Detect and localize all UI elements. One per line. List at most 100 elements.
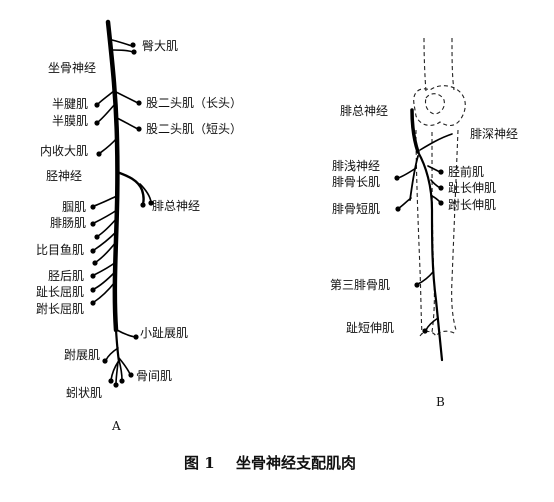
- b-deep-peroneal: [416, 150, 444, 362]
- label-flexor-hallucis-longus: 跗长屈肌: [36, 302, 84, 316]
- label-tibialis-posterior: 胫后肌: [48, 269, 84, 283]
- label-b-common-peroneal: 腓总神经: [340, 103, 388, 118]
- branch-adductor: [99, 137, 118, 154]
- semimembranosus-tip: [94, 120, 100, 126]
- label-b-extensor-digitorum-brevis: 趾短伸肌: [346, 321, 394, 335]
- b-edb-tip: [422, 328, 428, 334]
- b-tib-ant-tip: [438, 169, 444, 175]
- branch-fhl: [93, 281, 116, 303]
- label-adductor-magnus: 内收大肌: [40, 144, 88, 158]
- semitendinosus-tip: [94, 102, 100, 108]
- fhl-tip: [90, 300, 96, 306]
- label-abductor-hallucis: 跗展肌: [64, 348, 100, 362]
- branch-common-peroneal: [115, 170, 145, 206]
- popliteus-tip: [90, 204, 96, 210]
- label-popliteus: 腘肌: [62, 200, 86, 214]
- label-abductor-digiti-minimi: 小趾展肌: [140, 326, 188, 340]
- soleus-tip: [90, 248, 96, 254]
- soleus-tip-2: [92, 260, 98, 266]
- branch-tibialis-posterior: [93, 261, 117, 276]
- caption-number: 图 1: [184, 454, 215, 472]
- femur-outline-right: [451, 37, 455, 91]
- tibial-trunk-lower: [114, 328, 121, 364]
- branch-semitendinosus: [97, 89, 116, 105]
- lumbricals-tip: [108, 378, 114, 384]
- branch-fdl: [93, 271, 116, 290]
- label-gluteus-maximus: 臀大肌: [142, 39, 178, 53]
- label-b-tibialis-anterior: 胫前肌: [448, 164, 484, 179]
- branch-biceps-long: [115, 91, 139, 104]
- femur-outline-left: [423, 37, 427, 93]
- branch-soleus-2: [95, 241, 117, 263]
- panel-b: 腓总神经 腓深神经 腓浅神经 腓骨长肌 腓骨短肌 胫前肌 趾长伸肌 跗长伸肌 第…: [330, 37, 518, 409]
- label-b-extensor-digitorum-longus: 趾长伸肌: [448, 181, 496, 195]
- peroneal-tip-2: [148, 200, 154, 206]
- branch-semimembranosus: [97, 103, 116, 123]
- label-semitendinosus: 半腱肌: [52, 97, 88, 111]
- label-b-peroneus-tertius: 第三腓骨肌: [330, 277, 390, 292]
- biceps-long-tip: [136, 100, 142, 106]
- label-biceps-long: 股二头肌（长头）: [146, 96, 242, 110]
- label-gastrocnemius: 腓肠肌: [50, 215, 86, 230]
- fibula-outline: [415, 129, 423, 335]
- lumbricals-tip-2: [113, 382, 119, 388]
- branch-abd-hallucis: [105, 347, 119, 361]
- label-soleus: 比目鱼肌: [36, 243, 84, 257]
- interossei-tip: [128, 372, 134, 378]
- branch-popliteus: [93, 195, 118, 207]
- knee-outline: [413, 85, 466, 127]
- label-tibial-nerve: 胫神经: [46, 169, 82, 183]
- label-flexor-digitorum-longus: 趾长屈肌: [36, 285, 84, 299]
- panel-a-letter: A: [111, 419, 121, 433]
- b-superficial-peroneal: [409, 155, 419, 201]
- biceps-short-tip: [136, 126, 142, 132]
- branch-gluteus-2: [112, 49, 134, 53]
- branch-abd-digiti-minimi: [116, 329, 136, 338]
- branch-gastrocnemius-2: [97, 217, 118, 237]
- b-longus-tip: [394, 175, 400, 181]
- branch-gluteus: [111, 39, 133, 47]
- branch-gastrocnemius: [93, 209, 118, 224]
- tibialis-posterior-tip: [90, 273, 96, 279]
- label-biceps-short: 股二头肌（短头）: [146, 122, 242, 136]
- label-b-extensor-hallucis-longus: 跗长伸肌: [448, 198, 496, 212]
- interossei-tip-2: [119, 378, 125, 384]
- b-branch-tib-ant: [427, 165, 441, 173]
- peroneal-tip: [140, 202, 146, 208]
- b-branch-ehl: [431, 195, 441, 203]
- adductor-tip: [96, 151, 102, 157]
- panel-b-letter: B: [436, 395, 445, 409]
- panel-a: 臀大肌 坐骨神经 半腱肌 半膜肌 股二头肌（长头） 股二头肌（短头） 内收大肌 …: [36, 19, 242, 433]
- b-tertius-tip: [414, 282, 420, 288]
- branch-biceps-short: [116, 117, 139, 130]
- label-common-peroneal: 腓总神经: [152, 198, 200, 213]
- b-deep-branch-upper: [419, 133, 453, 151]
- label-interossei: 骨间肌: [136, 369, 172, 383]
- gluteus-tip: [130, 42, 136, 48]
- b-ehl-tip: [438, 200, 444, 206]
- b-edl-tip: [438, 185, 444, 191]
- gastrocnemius-tip: [90, 221, 96, 227]
- branch-soleus: [93, 231, 117, 251]
- label-b-deep-peroneal: 腓深神经: [470, 126, 518, 141]
- gluteus-tip-2: [131, 49, 137, 55]
- caption-title: 坐骨神经支配肌肉: [236, 454, 356, 472]
- tibia-outline-right: [451, 129, 459, 331]
- fdl-tip: [90, 287, 96, 293]
- label-b-peroneus-brevis: 腓骨短肌: [332, 201, 380, 216]
- label-b-peroneus-longus: 腓骨长肌: [332, 174, 380, 189]
- b-common-peroneal: [410, 108, 420, 154]
- b-brevis-tip: [395, 206, 401, 212]
- label-lumbricals: 蚓状肌: [66, 385, 102, 400]
- label-b-superficial-peroneal: 腓浅神经: [332, 158, 380, 173]
- patella-outline: [424, 93, 445, 115]
- abd-hallucis-tip: [102, 358, 108, 364]
- branch-interossei-2: [118, 359, 123, 381]
- abd-digiti-minimi-tip: [133, 334, 139, 340]
- b-branch-brevis: [398, 197, 412, 209]
- label-sciatic-nerve: 坐骨神经: [48, 61, 96, 75]
- gastrocnemius-tip-2: [94, 234, 100, 240]
- label-semimembranosus: 半膜肌: [52, 114, 88, 128]
